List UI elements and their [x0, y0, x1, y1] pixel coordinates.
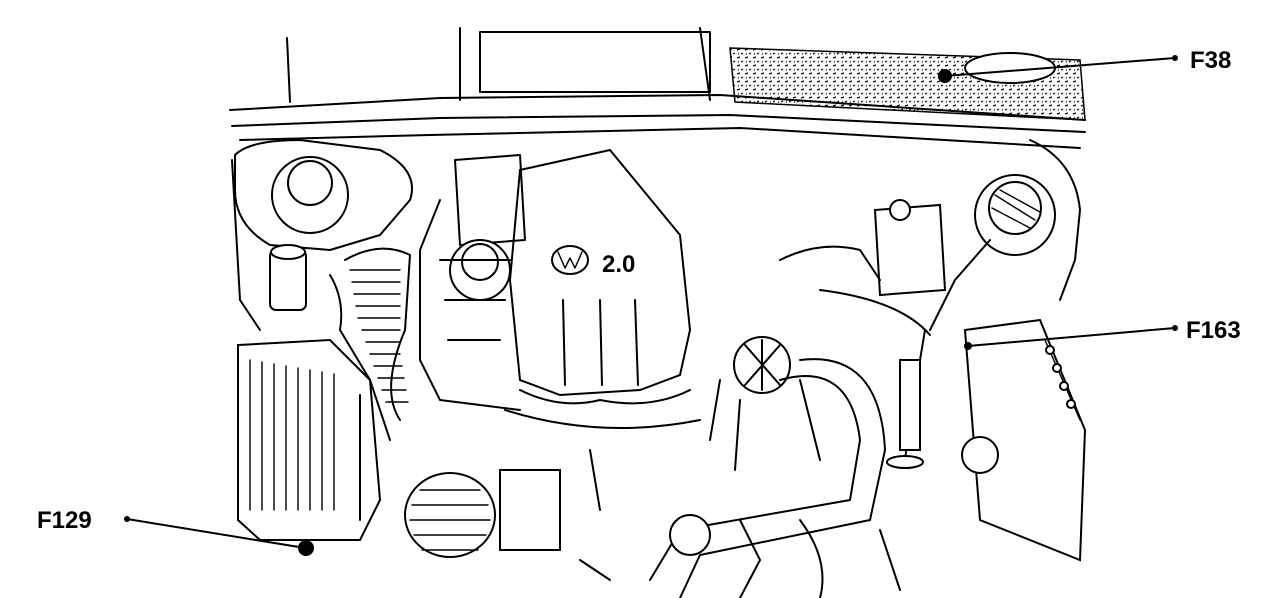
air-filter-box	[237, 338, 382, 541]
f163-pointer-dot	[964, 342, 972, 350]
engine-badge: 2.0	[602, 251, 635, 278]
callout-f163: F163	[964, 317, 1241, 350]
f163-leader-line	[967, 327, 1176, 347]
f129-pointer-dot	[298, 540, 314, 556]
engine-bay-illustration: 2.0	[229, 27, 1087, 598]
f129-end-dot	[124, 516, 130, 522]
f163-label: F163	[1186, 317, 1241, 344]
f129-label: F129	[37, 507, 92, 534]
alternator	[404, 472, 496, 558]
f163-end-dot	[1172, 325, 1178, 331]
f38-leader-line	[944, 57, 1176, 77]
f38-end-dot	[1172, 55, 1178, 61]
f38-pointer-dot	[938, 69, 952, 83]
cowl-grille	[479, 31, 711, 93]
f129-leader-line	[126, 518, 306, 549]
callout-f38: F38	[938, 47, 1231, 83]
coolant-reservoir	[873, 203, 947, 297]
vw-logo	[551, 245, 589, 275]
callout-f129: F129	[37, 507, 314, 556]
battery	[963, 318, 1087, 562]
engine-cover	[508, 148, 692, 397]
f38-label: F38	[1190, 47, 1231, 74]
